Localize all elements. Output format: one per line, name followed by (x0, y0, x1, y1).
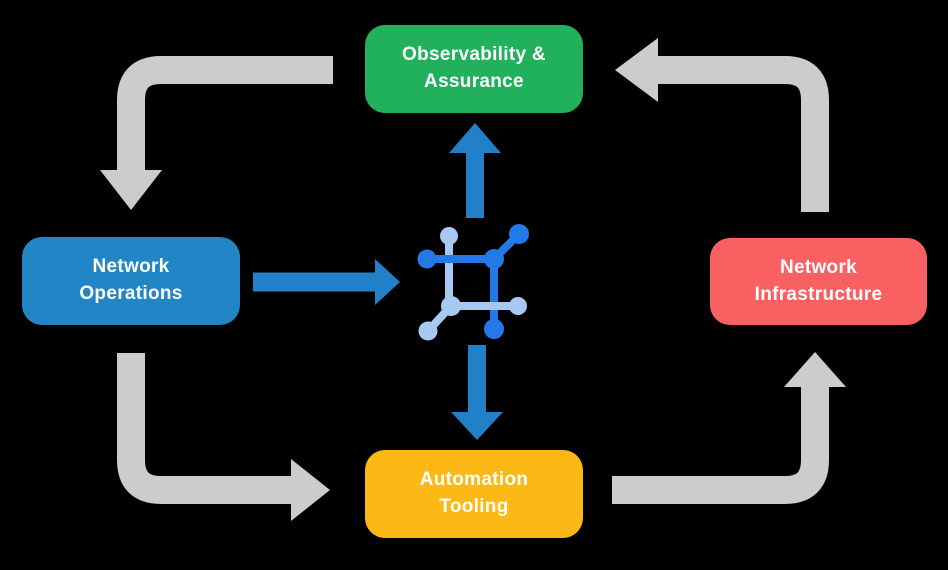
icon-node-corner-light (441, 296, 461, 316)
arrow-center-to-automation (451, 345, 503, 440)
cycle-arrow-automation-to-infrastructure (612, 352, 846, 504)
network-automation-icon (417, 224, 529, 341)
node-box-observability (365, 25, 583, 113)
icon-node-bottomleft-light (418, 321, 438, 341)
node-box-network-operations (22, 237, 240, 325)
icon-node-right-light (509, 297, 527, 315)
icon-node-top-light (440, 227, 458, 245)
node-box-automation-tooling (365, 450, 583, 538)
arrow-operations-to-center (253, 259, 400, 305)
icon-node-topright-dark (509, 224, 529, 244)
icon-node-corner-dark (484, 249, 504, 269)
icon-node-left-dark (417, 249, 437, 269)
cycle-arrow-operations-to-automation (117, 353, 330, 521)
cycle-arrow-observability-to-operations (100, 56, 333, 210)
icon-node-bottom-dark (484, 319, 504, 339)
arrow-center-to-observability (449, 123, 501, 218)
cycle-arrow-infrastructure-to-observability (615, 38, 829, 212)
node-box-network-infrastructure (710, 238, 927, 325)
